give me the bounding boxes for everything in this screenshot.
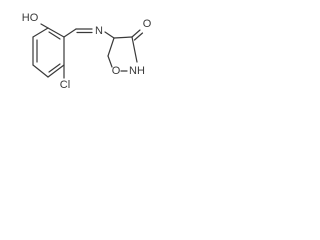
carbonyl-oxygen-label: O — [143, 18, 152, 30]
chemical-structure: HO Cl N O NH O — [22, 12, 152, 91]
hydroxyl-label: HO — [22, 12, 39, 24]
bond-c3-o-b — [133, 32, 144, 41]
bond-c5-c6 — [47, 27, 65, 38]
bond-c5-ch — [63, 28, 77, 38]
double-bond-inner-top-right — [48, 31, 61, 40]
double-bond-inner-bottom-right — [48, 63, 61, 73]
benzene-ring — [32, 27, 65, 78]
ring-oxygen-label: O — [112, 65, 121, 77]
bond-c2-c3 — [32, 64, 49, 78]
bond-c6-c1 — [32, 27, 49, 38]
bond-n2-c3 — [131, 36, 138, 63]
ring-nh-label: NH — [129, 65, 145, 77]
bond-c4-c3 — [113, 36, 133, 39]
chlorine-label: Cl — [60, 79, 70, 91]
bond-c5-o1 — [107, 55, 113, 68]
bond-c4-c5 — [107, 37, 115, 57]
bond-c3-o-a — [131, 29, 141, 38]
bond-c3-c4 — [47, 64, 65, 78]
bond-c6-oh — [40, 23, 49, 29]
imine-nitrogen-label: N — [95, 25, 103, 37]
isoxazolidinone-ring — [107, 36, 138, 72]
bond-n-c4ring — [104, 31, 115, 39]
